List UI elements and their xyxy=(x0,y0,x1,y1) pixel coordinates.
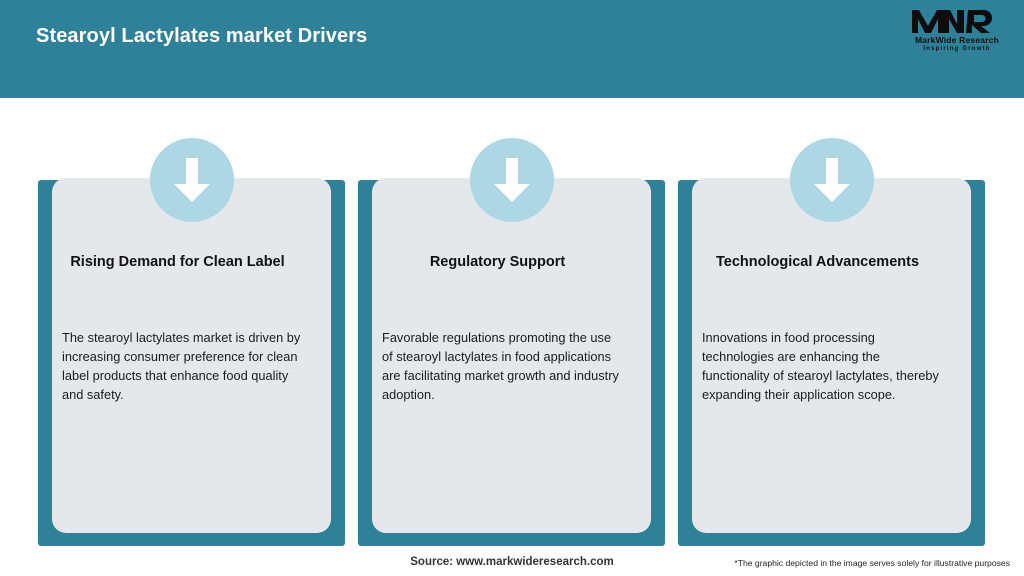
down-arrow-icon xyxy=(149,138,234,222)
driver-card[interactable]: Technological Advancements Innovations i… xyxy=(678,138,985,546)
card-panel xyxy=(372,178,651,533)
card-title: Technological Advancements xyxy=(715,254,920,270)
card-title: Rising Demand for Clean Label xyxy=(70,254,285,270)
down-arrow-icon xyxy=(789,138,874,222)
card-body-text: The stearoyl lactylates market is driven… xyxy=(62,330,301,402)
driver-card[interactable]: Rising Demand for Clean Label The stearo… xyxy=(38,138,345,546)
page-header: Stearoyl Lactylates market Drivers MarkW… xyxy=(0,0,1024,98)
card-panel xyxy=(52,178,331,533)
disclaimer-label: *The graphic depicted in the image serve… xyxy=(734,558,1010,568)
card-body-text: Innovations in food processing technolog… xyxy=(702,330,939,402)
card-panel xyxy=(692,178,971,533)
logo-company-name: MarkWide Research xyxy=(914,35,1000,45)
drivers-card-group: Rising Demand for Clean Label The stearo… xyxy=(0,98,1024,576)
brand-logo: MarkWide Research Inspiring Growth xyxy=(902,8,1012,60)
card-body-text: Favorable regulations promoting the use … xyxy=(382,330,619,402)
driver-card[interactable]: Regulatory Support Favorable regulations… xyxy=(358,138,665,546)
logo-tagline: Inspiring Growth xyxy=(923,46,991,52)
card-title: Regulatory Support xyxy=(429,254,566,270)
source-label: Source: www.markwideresearch.com xyxy=(410,556,614,568)
logo-mark-icon xyxy=(902,8,1012,34)
page-title: Stearoyl Lactylates market Drivers xyxy=(36,25,368,47)
down-arrow-icon xyxy=(469,138,554,222)
